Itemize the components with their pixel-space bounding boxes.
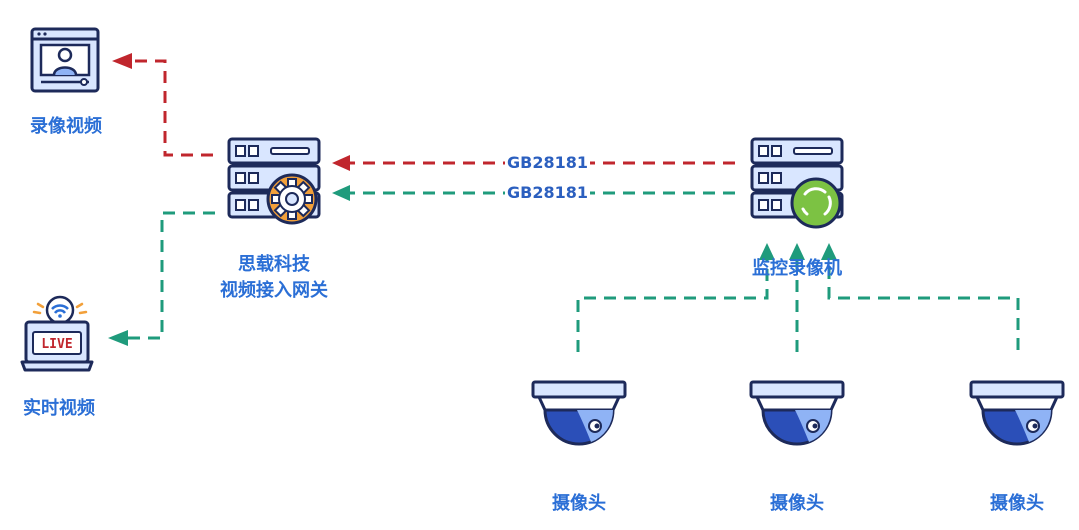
playback-link-nvr-to-gateway [332, 155, 735, 171]
live-link-gateway-to-live [108, 211, 215, 346]
nvr-label: 监控录像机 [752, 258, 842, 279]
recorded-video-label: 录像视频 [30, 116, 102, 137]
arrowhead [108, 330, 128, 346]
camera-link-right [821, 243, 1020, 350]
arrowhead [821, 243, 837, 260]
playback-protocol-label: GB28181 [505, 153, 590, 172]
camera-link-left [576, 243, 775, 352]
camera-link-middle [789, 243, 805, 352]
live-protocol-label: GB28181 [505, 183, 590, 202]
camera-label-1: 摄像头 [552, 493, 606, 514]
gateway-label-line1: 思载科技 [238, 254, 310, 275]
server-gear-icon [227, 137, 321, 225]
dome-camera-icon [749, 380, 845, 446]
gateway-label-line2: 视频接入网关 [220, 280, 328, 301]
arrowhead [332, 185, 350, 201]
live-laptop-icon: LIVE [20, 295, 94, 372]
live-badge: LIVE [41, 337, 72, 352]
arrowhead [332, 155, 350, 171]
video-player-icon [30, 27, 100, 93]
playback-link-gateway-to-recorded [112, 53, 213, 157]
live-link-nvr-to-gateway [332, 185, 735, 201]
server-refresh-icon [750, 137, 844, 229]
camera-label-3: 摄像头 [990, 493, 1044, 514]
dome-camera-icon [531, 380, 627, 446]
dome-camera-icon [969, 380, 1065, 446]
live-video-label: 实时视频 [23, 398, 95, 419]
arrowhead [112, 53, 132, 69]
camera-label-2: 摄像头 [770, 493, 824, 514]
arrowhead [759, 243, 775, 260]
wifi-icon [32, 295, 88, 325]
arrowhead [789, 243, 805, 260]
